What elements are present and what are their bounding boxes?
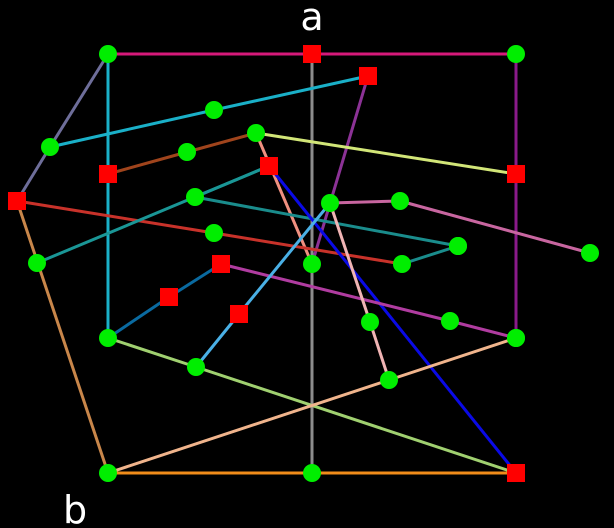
circle-node-n26 [449, 237, 467, 255]
square-node-n4 [359, 67, 377, 85]
circle-node-n14 [581, 244, 599, 262]
edge-n32-n33 [107, 378, 390, 475]
square-node-n25 [160, 288, 178, 306]
square-node-n35 [507, 464, 525, 482]
edge-n10-n20 [16, 199, 215, 235]
edge-n10-n33 [15, 200, 110, 474]
edge-n25-n21 [107, 295, 170, 340]
edge-n12-n13 [329, 199, 401, 205]
circle-node-n18 [303, 255, 321, 273]
edge-n4-n5 [213, 74, 369, 112]
edge-n6-n11 [255, 131, 517, 176]
circle-node-n31 [187, 358, 205, 376]
circle-node-n8 [41, 138, 59, 156]
edge-n27-n32 [368, 321, 391, 381]
edge-n19-n28 [220, 262, 451, 323]
square-node-n2 [303, 45, 321, 63]
edge-n21-n31 [107, 336, 197, 369]
circle-node-n5 [205, 101, 223, 119]
circle-node-n21 [99, 329, 117, 347]
circle-node-n32 [380, 371, 398, 389]
edge-n9-n7 [107, 150, 188, 176]
circle-node-n7 [178, 143, 196, 161]
circle-node-n27 [361, 313, 379, 331]
circle-node-n6 [247, 124, 265, 142]
edge-n16-n35 [267, 165, 518, 474]
circle-node-n3 [507, 45, 525, 63]
circle-node-n17 [393, 255, 411, 273]
circle-node-n1 [99, 45, 117, 63]
edge-n5-n8 [49, 108, 215, 149]
edge-n20-n17 [213, 231, 403, 266]
edge-n28-n29 [449, 319, 517, 340]
nodes-layer [8, 45, 599, 482]
edge-n16-n23 [194, 164, 270, 199]
square-node-n16 [260, 157, 278, 175]
circle-node-n13 [391, 192, 409, 210]
edge-n13-n14 [399, 199, 591, 255]
edge-n23-n24 [194, 195, 459, 248]
circle-node-n29 [507, 329, 525, 347]
circle-node-n33 [99, 464, 117, 482]
circle-node-n34 [303, 464, 321, 482]
circle-node-n20 [205, 224, 223, 242]
square-node-n10 [8, 192, 26, 210]
square-node-n11 [507, 165, 525, 183]
circle-node-n12 [321, 194, 339, 212]
edge-n31-n35 [195, 365, 517, 475]
edge-n12-n30 [237, 202, 332, 315]
edge-n24-n17 [401, 244, 459, 266]
edge-n7-n6 [186, 131, 257, 154]
circle-node-n15 [28, 254, 46, 272]
circle-node-n28 [441, 312, 459, 330]
edge-n1-n8 [48, 53, 110, 148]
circle-node-n23 [186, 188, 204, 206]
square-node-n30 [230, 305, 248, 323]
edge-n12-n27 [328, 202, 372, 323]
edges-layer [15, 52, 591, 475]
square-node-n9 [99, 165, 117, 183]
square-node-n19 [212, 255, 230, 273]
edge-n29-n32 [388, 336, 517, 382]
edge-n6-n18 [254, 132, 314, 265]
label-a: a [300, 0, 323, 39]
label-b: b [63, 488, 87, 528]
